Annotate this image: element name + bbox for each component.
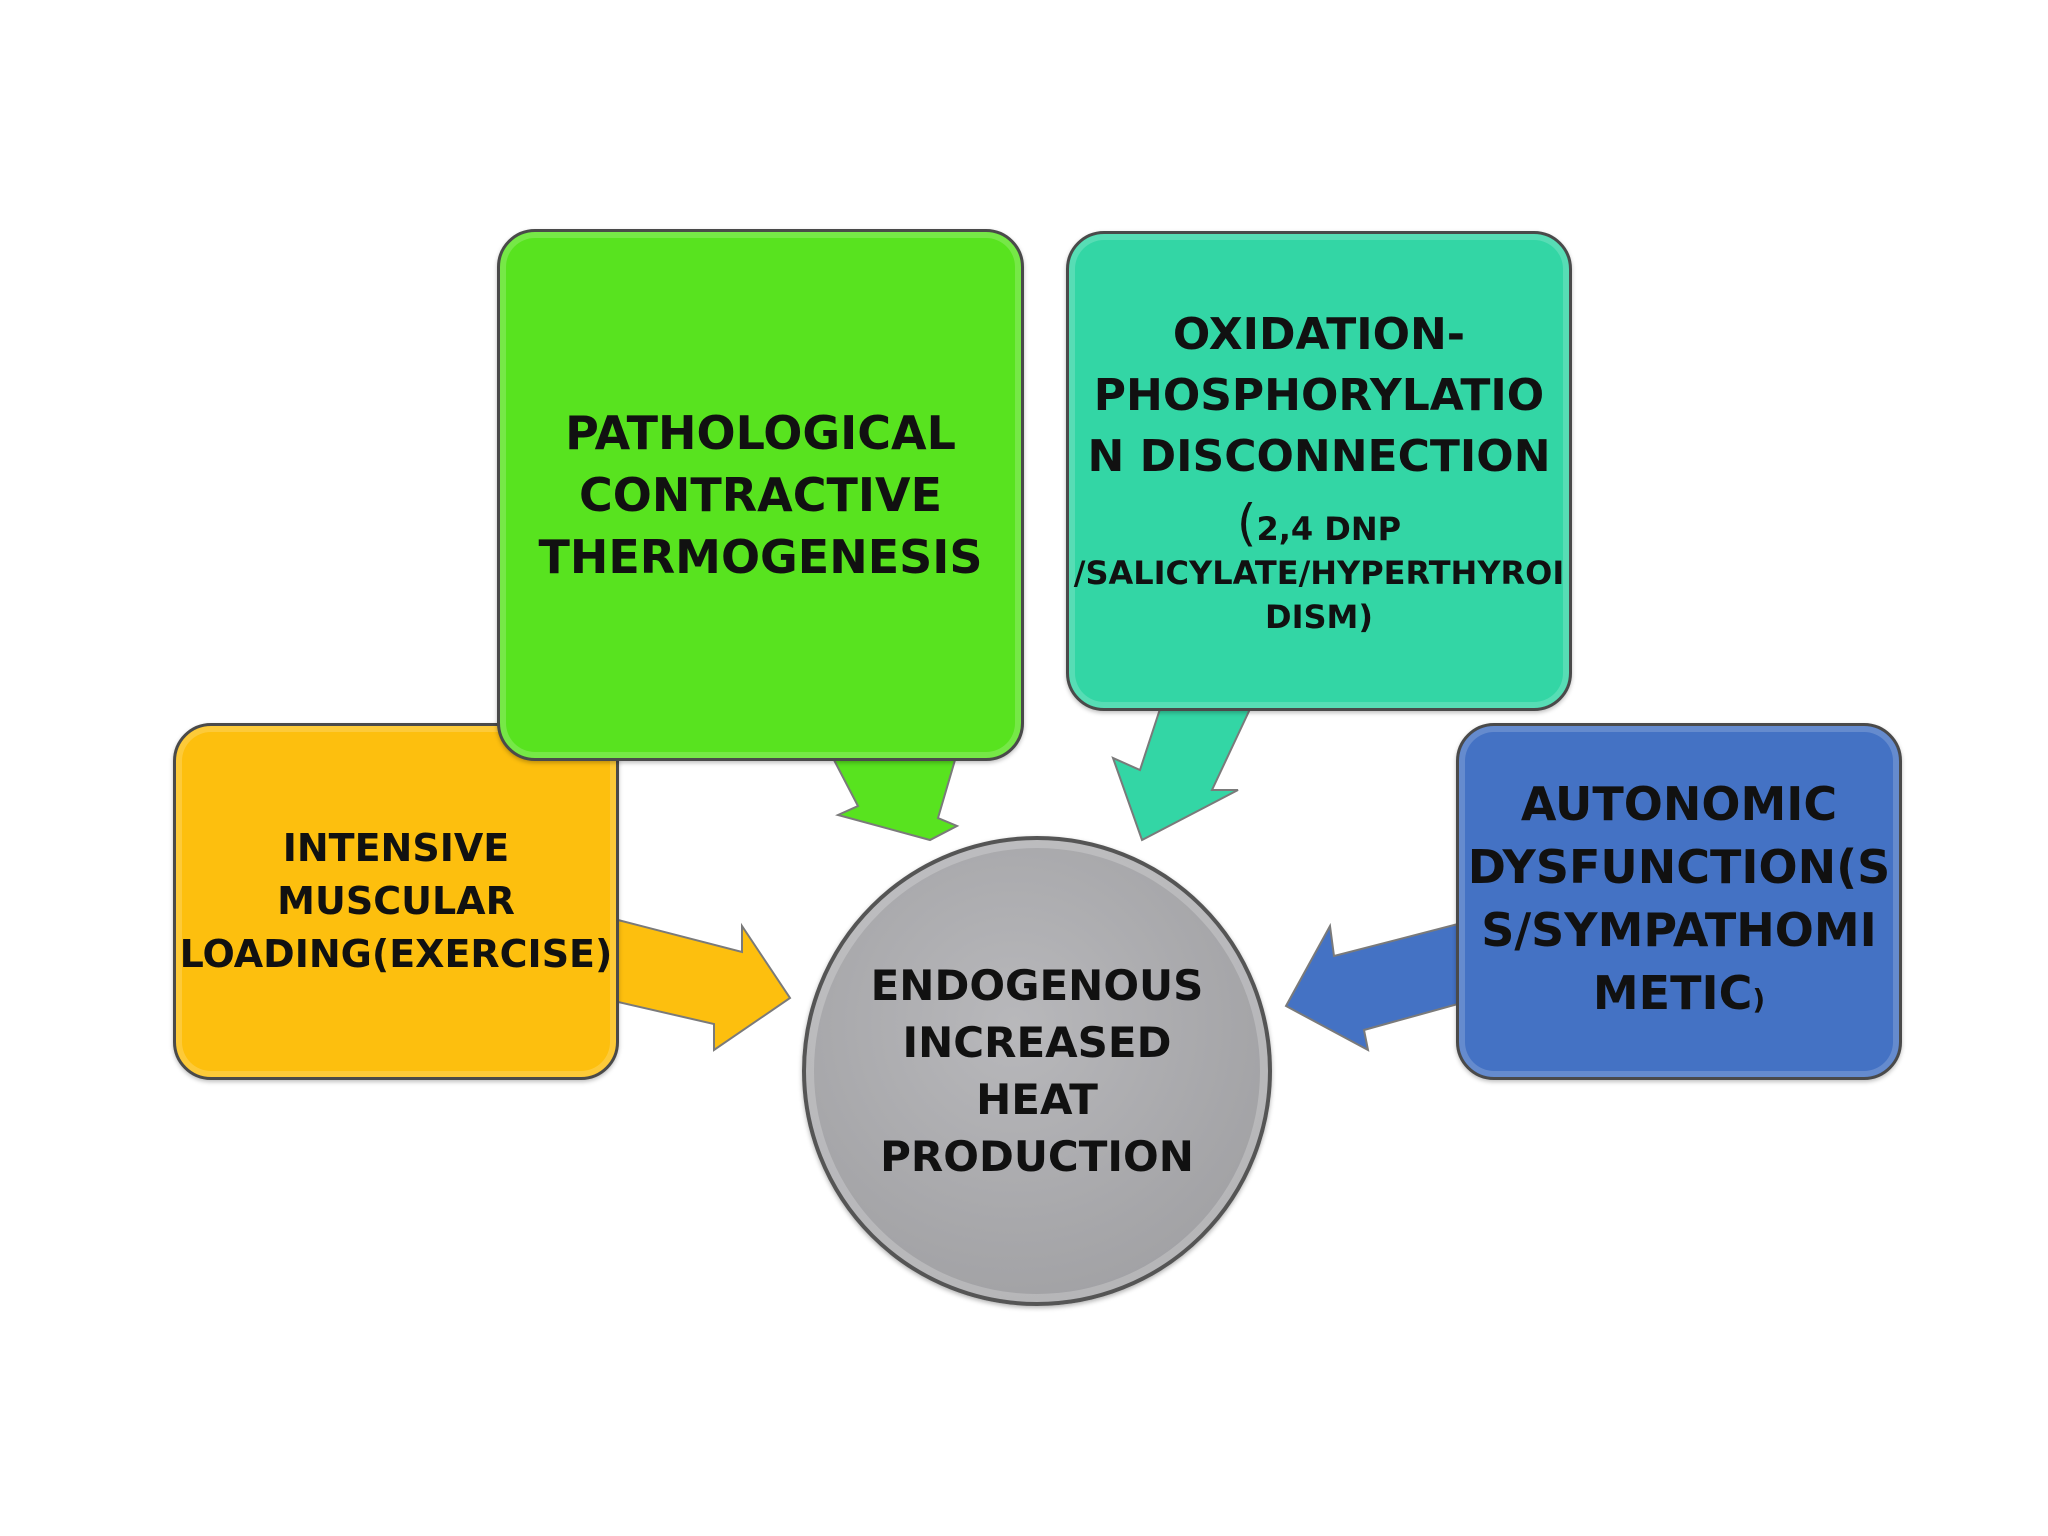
center-label: ENDOGENOUS INCREASED HEAT PRODUCTION — [870, 961, 1204, 1181]
autonomic-paren-close: ) — [1752, 982, 1766, 1016]
oxidation-phosphorylation-box: OXIDATION- PHOSPHORYLATIO N DISCONNECTIO… — [1066, 231, 1572, 711]
oxidation-paren-open: ( — [1236, 493, 1257, 552]
oxidation-paren-close: ) — [1358, 597, 1373, 636]
oxidation-detail-text: 2,4 DNP /SALICYLATE/HYPERTHYROI DISM — [1073, 509, 1565, 636]
pathological-thermogenesis-box: PATHOLOGICAL CONTRACTIVE THERMOGENESIS — [497, 229, 1024, 761]
endogenous-heat-production-circle: ENDOGENOUS INCREASED HEAT PRODUCTION — [802, 836, 1272, 1306]
arrow-oxidation — [1111, 708, 1252, 842]
autonomic-dysfunction-box: AUTONOMIC DYSFUNCTION(S S/SYMPATHOMI MET… — [1456, 723, 1902, 1080]
arrow-pathological — [832, 759, 960, 842]
autonomic-label: AUTONOMIC DYSFUNCTION(S S/SYMPATHOMI MET… — [1467, 776, 1891, 1020]
oxidation-label: OXIDATION- PHOSPHORYLATIO N DISCONNECTIO… — [1087, 308, 1551, 482]
intensive-label: INTENSIVE MUSCULAR LOADING(EXERCISE) — [179, 826, 613, 976]
intensive-muscular-loading-box: INTENSIVE MUSCULAR LOADING(EXERCISE) — [173, 723, 619, 1080]
oxidation-detail: (2,4 DNP /SALICYLATE/HYPERTHYROI DISM) — [1073, 498, 1565, 639]
autonomic-label-wrap: AUTONOMIC DYSFUNCTION(S S/SYMPATHOMI MET… — [1468, 773, 1891, 1031]
arrow-autonomic — [1284, 922, 1459, 1052]
pathological-label: PATHOLOGICAL CONTRACTIVE THERMOGENESIS — [538, 406, 983, 584]
arrow-intensive — [617, 918, 792, 1052]
